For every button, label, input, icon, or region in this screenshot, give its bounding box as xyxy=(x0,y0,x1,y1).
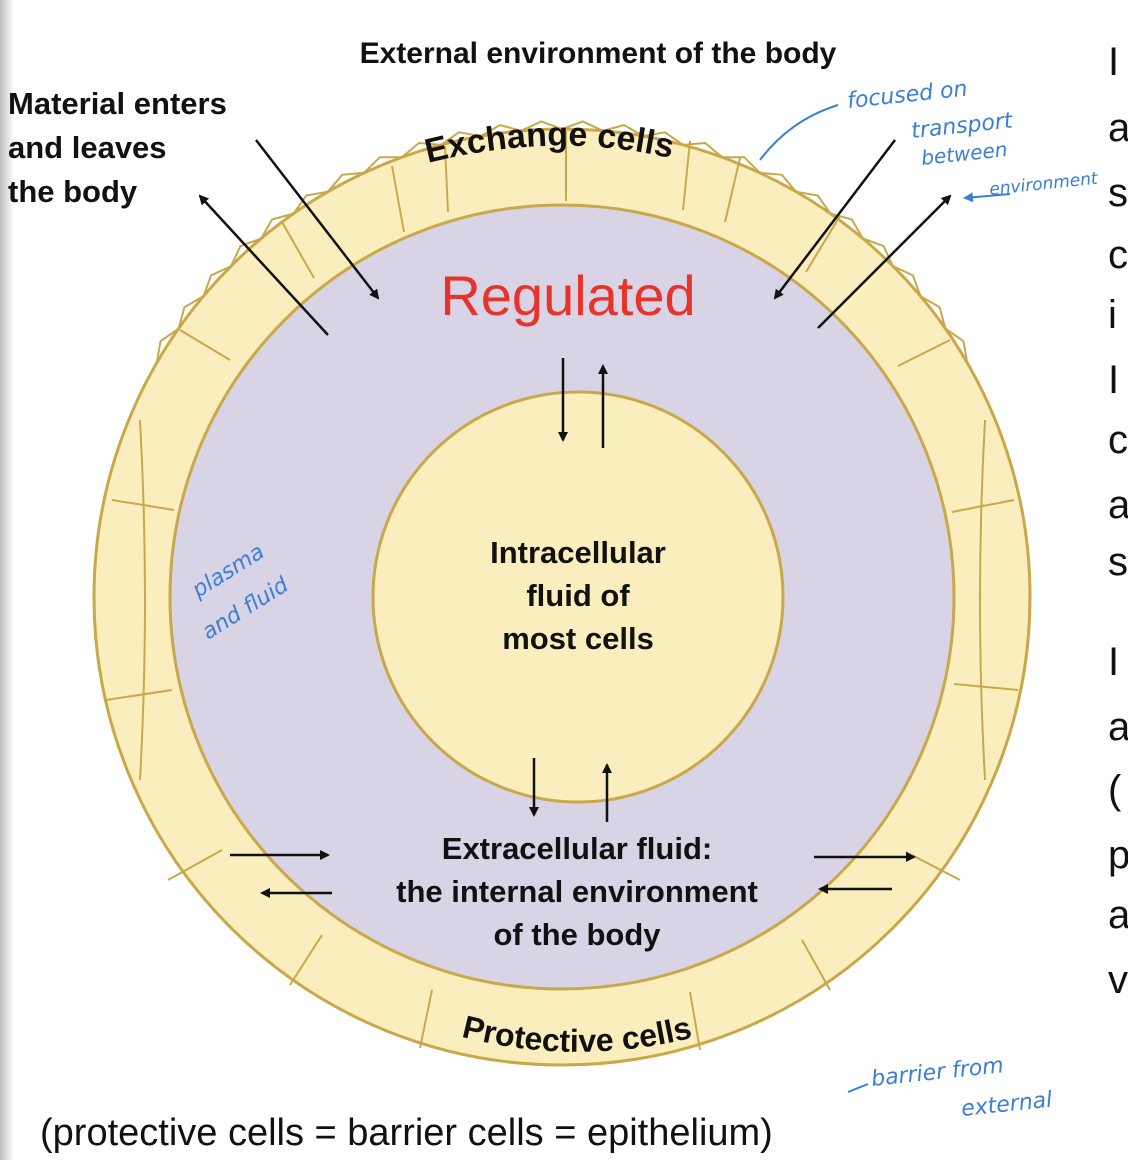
intracellular-circle xyxy=(371,390,785,804)
annotation-pointer-line xyxy=(759,104,839,161)
microvilli-edge xyxy=(155,120,969,364)
annotation-environment-arrow xyxy=(963,192,1011,203)
icf-exchange-arrows xyxy=(529,358,612,822)
annotation-focused-line3: between xyxy=(920,137,1009,170)
cropped-letter: a xyxy=(1108,705,1128,749)
icf-label-line2: fluid of xyxy=(526,578,630,613)
ecf-label-line1: Extracellular fluid: xyxy=(442,831,712,866)
ring-exchange-arrows xyxy=(230,850,916,898)
material-arrows xyxy=(198,139,952,336)
regulated-label: Regulated xyxy=(440,264,695,327)
cropped-letter: a xyxy=(1108,106,1128,150)
annotation-focused-line1: focused on xyxy=(846,76,969,113)
ecf-label-line3: of the body xyxy=(493,917,661,952)
icf-label-line3: most cells xyxy=(502,621,654,656)
footer-caption: (protective cells = barrier cells = epit… xyxy=(40,1112,773,1154)
cropped-letter: a xyxy=(1108,483,1128,527)
external-environment-label: External environment of the body xyxy=(360,37,837,70)
cropped-letter: ( xyxy=(1108,768,1122,812)
cropped-letter: a xyxy=(1108,893,1128,937)
material-label-line1: Material enters xyxy=(8,86,227,121)
annotation-barrier-line2: external xyxy=(960,1088,1053,1122)
annotation-barrier-dash xyxy=(847,1083,869,1093)
ring-cell-boundaries xyxy=(105,131,1019,1051)
cropped-letter: I xyxy=(1108,358,1120,402)
cropped-letter: p xyxy=(1108,833,1128,877)
page-edge-shadow xyxy=(0,0,14,1160)
cropped-letter: i xyxy=(1108,293,1117,337)
cropped-letter: c xyxy=(1108,418,1128,462)
cropped-letter: I xyxy=(1108,40,1120,84)
cropped-letter: c xyxy=(1108,233,1128,277)
icf-label-line1: Intracellular xyxy=(490,535,666,570)
material-label-line3: the body xyxy=(8,174,138,209)
annotation-barrier-line1: barrier from xyxy=(870,1053,1005,1092)
material-label-line2: and leaves xyxy=(8,130,167,165)
cropped-letter: I xyxy=(1108,640,1120,684)
cropped-letter: s xyxy=(1108,171,1128,215)
ecf-label-line2: the internal environment xyxy=(396,874,758,909)
cropped-letter: v xyxy=(1108,958,1128,1002)
cropped-letter: s xyxy=(1108,540,1128,584)
